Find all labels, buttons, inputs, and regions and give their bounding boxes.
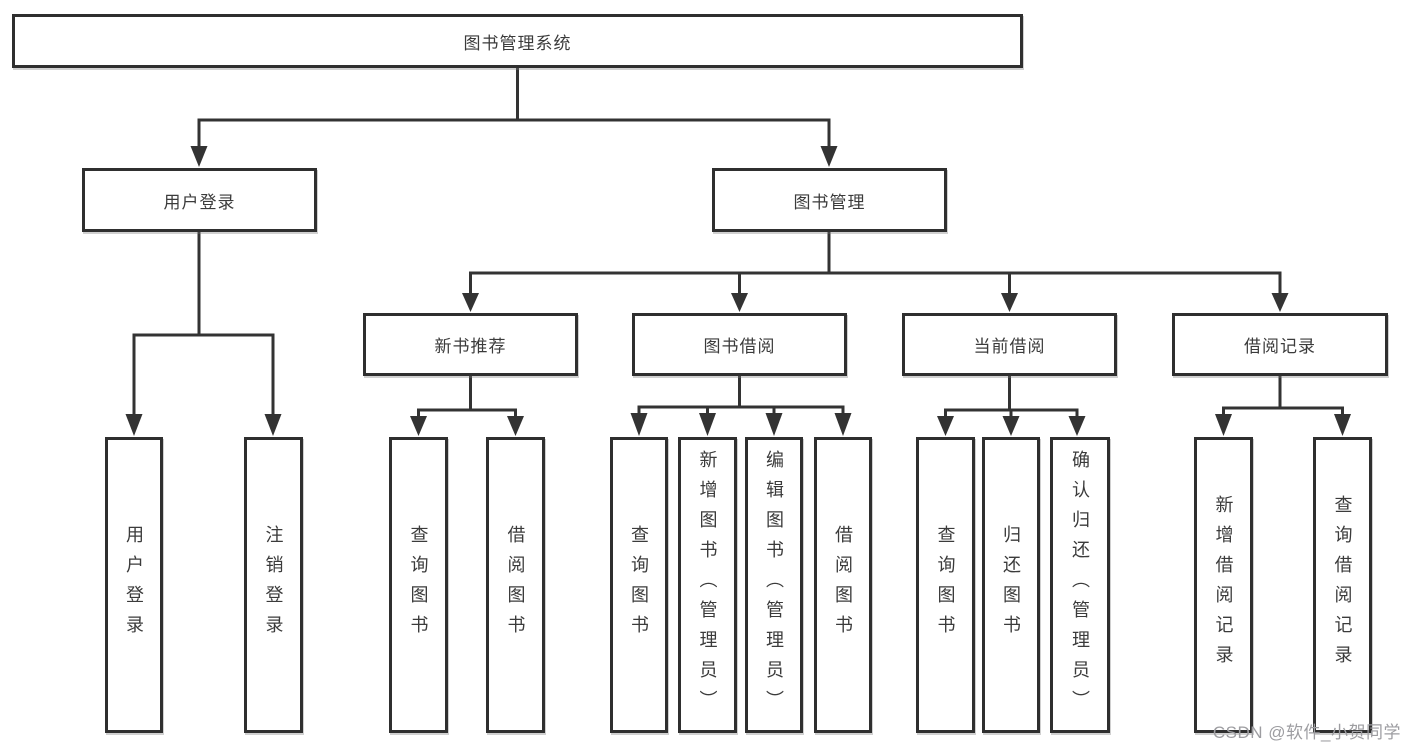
- leaf-borrow-book: 借阅图书: [814, 437, 872, 733]
- node-label: 查询借阅记录: [1332, 495, 1353, 675]
- node-label: 当前借阅: [973, 337, 1046, 356]
- leaf-add-borrow-record: 新增借阅记录: [1194, 437, 1253, 733]
- node-label: 图书管理: [793, 192, 866, 212]
- node-current-borrow: 当前借阅: [902, 313, 1117, 376]
- node-label: 新书推荐: [434, 337, 507, 356]
- node-label: 新增借阅记录: [1213, 495, 1234, 675]
- leaf-user-login: 用户登录: [105, 437, 163, 733]
- node-label: 确认归还（管理员）: [1070, 450, 1090, 720]
- node-label: 图书管理系统: [463, 33, 572, 53]
- node-book-borrow: 图书借阅: [632, 313, 847, 376]
- leaf-edit-book-admin: 编辑图书（管理员）: [745, 437, 803, 733]
- node-borrow-record: 借阅记录: [1172, 313, 1388, 376]
- node-label: 借阅图书: [833, 525, 853, 645]
- node-label: 新增图书（管理员）: [697, 450, 718, 720]
- node-label: 查询图书: [935, 525, 956, 645]
- node-label: 查询图书: [629, 525, 649, 645]
- leaf-query-book: 查询图书: [389, 437, 448, 733]
- node-label: 注销登录: [263, 525, 284, 645]
- node-label: 用户登录: [124, 525, 144, 645]
- csdn-watermark: CSDN @软件_小贺同学: [1212, 723, 1401, 742]
- leaf-logout: 注销登录: [244, 437, 303, 733]
- node-label: 查询图书: [408, 525, 429, 645]
- node-library-system: 图书管理系统: [12, 14, 1023, 68]
- node-user-login: 用户登录: [82, 168, 317, 232]
- leaf-add-book-admin: 新增图书（管理员）: [678, 437, 737, 733]
- node-label: 编辑图书（管理员）: [764, 450, 784, 720]
- node-label: 图书借阅: [703, 337, 776, 356]
- leaf-query-book: 查询图书: [610, 437, 668, 733]
- node-new-book-recommend: 新书推荐: [363, 313, 578, 376]
- leaf-borrow-book: 借阅图书: [486, 437, 545, 733]
- node-label: 借阅图书: [505, 525, 526, 645]
- leaf-confirm-return-admin: 确认归还（管理员）: [1050, 437, 1110, 733]
- leaf-query-borrow-record: 查询借阅记录: [1313, 437, 1372, 733]
- leaf-query-book: 查询图书: [916, 437, 975, 733]
- leaf-return-book: 归还图书: [982, 437, 1040, 733]
- node-label: 用户登录: [163, 192, 236, 212]
- node-label: 借阅记录: [1244, 337, 1316, 356]
- node-label: 归还图书: [1001, 525, 1021, 645]
- node-book-management: 图书管理: [712, 168, 947, 232]
